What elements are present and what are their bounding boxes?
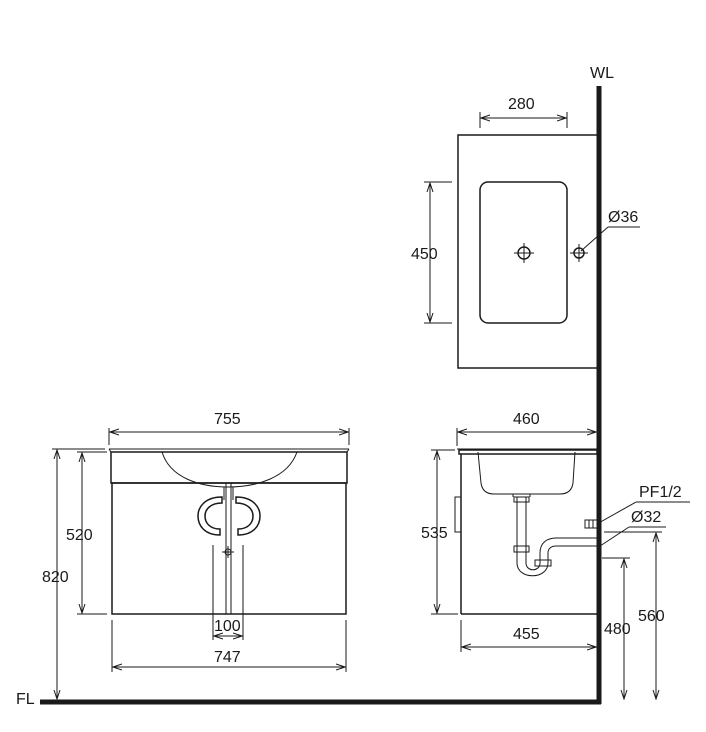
- side-view: 460 535 455 PF1/2 Ø32 480 560: [421, 411, 690, 699]
- dim-front-cabinet-height: 520: [66, 527, 93, 544]
- dim-side-height: 535: [421, 525, 448, 542]
- front-view: 755 520 820 100 747: [42, 411, 350, 699]
- label-supply-thread: PF1/2: [639, 484, 682, 501]
- handle-right: [235, 496, 261, 536]
- side-basin: [477, 451, 576, 495]
- dim-supply-height: 560: [638, 608, 665, 625]
- side-countertop: [458, 449, 598, 455]
- dim-side-top-depth: 460: [513, 411, 540, 428]
- wall-label: WL: [590, 65, 614, 82]
- label-drain-diameter: Ø32: [631, 509, 661, 526]
- top-view: 280 450 Ø36: [411, 96, 640, 369]
- dim-front-handle: 100: [214, 618, 241, 635]
- handle-left: [197, 496, 223, 536]
- top-view-countertop: [457, 134, 600, 369]
- dim-drain-height: 480: [604, 621, 631, 638]
- front-countertop: [110, 451, 348, 484]
- front-cabinet: [111, 482, 347, 615]
- label-tap-hole: Ø36: [608, 209, 638, 226]
- supply-valve: [584, 519, 598, 529]
- floor-label: FL: [16, 691, 35, 708]
- dim-top-depth: 450: [411, 246, 438, 263]
- p-trap: [516, 545, 597, 577]
- side-handle: [454, 496, 462, 533]
- dim-front-total-height: 820: [42, 569, 69, 586]
- dim-top-basin-width: 280: [508, 96, 535, 113]
- dim-front-cabinet-width: 747: [214, 649, 241, 666]
- dim-side-cabinet-depth: 455: [513, 626, 540, 643]
- dim-front-top-width: 755: [214, 411, 241, 428]
- front-basin-profile: [161, 451, 298, 488]
- top-view-basin: [479, 181, 568, 324]
